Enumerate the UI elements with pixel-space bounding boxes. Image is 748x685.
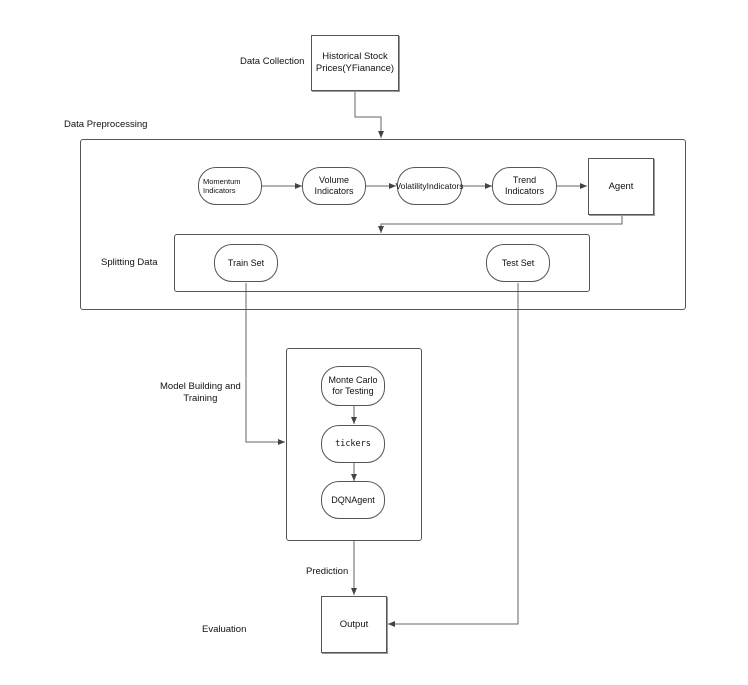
label-splitting-data: Splitting Data (101, 257, 158, 268)
label-data-preprocessing: Data Preprocessing (64, 119, 148, 130)
node-output: Output (321, 596, 387, 653)
arrow-test-to-output (388, 283, 519, 627)
arrow-collection-to-preprocessing (354, 91, 384, 138)
node-test-set: Test Set (486, 244, 550, 282)
label-prediction: Prediction (306, 566, 349, 577)
arrow-train-to-model (245, 283, 285, 445)
splitting-container (174, 234, 590, 292)
node-monte-carlo: Monte Carlo for Testing (321, 366, 385, 406)
arrow-agent-to-splitting (378, 215, 623, 233)
node-volatility-indicators: VolatilityIndicators (395, 167, 464, 205)
label-evaluation: Evaluation (202, 624, 247, 635)
preprocessing-container (80, 139, 686, 310)
node-historical-stock-prices: Historical Stock Prices(YFianance) (311, 35, 399, 91)
node-volume-indicators: Volume Indicators (302, 167, 366, 205)
label-data-collection: Data Collection (240, 56, 305, 67)
node-agent: Agent (588, 158, 654, 215)
node-train-set: Train Set (214, 244, 278, 282)
label-model-building: Model Building and Training (160, 381, 241, 404)
node-tickers: tickers (321, 425, 385, 463)
node-dqn-agent: DQNAgent (321, 481, 385, 519)
model-building-container (286, 348, 422, 541)
node-trend-indicators: Trend Indicators (492, 167, 557, 205)
node-momentum-indicators: Momentum Indicators (198, 167, 262, 205)
